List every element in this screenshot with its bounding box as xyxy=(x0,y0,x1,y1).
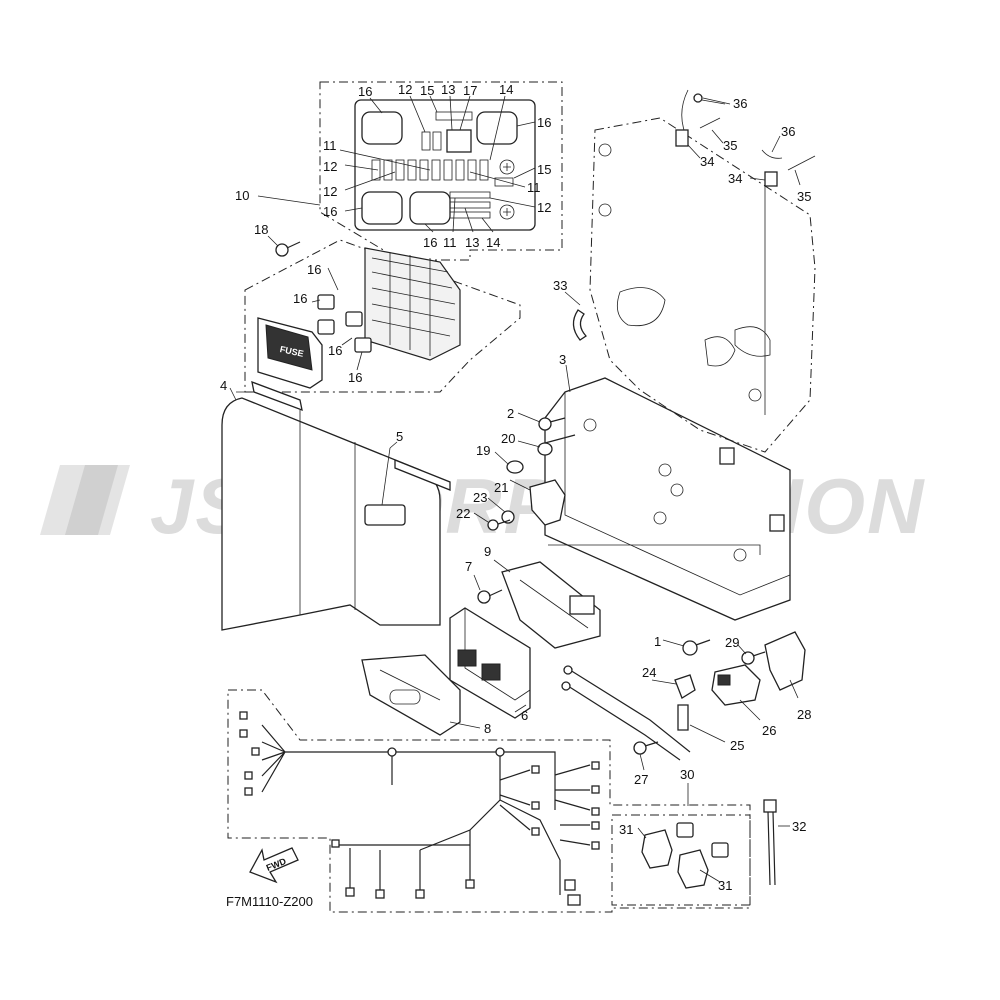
callout-36: 36 xyxy=(733,96,747,111)
callout-31: 31 xyxy=(619,822,633,837)
callout-7: 7 xyxy=(465,559,472,574)
callout-31: 31 xyxy=(718,878,732,893)
leader-lines xyxy=(229,97,801,883)
callout-6: 6 xyxy=(521,708,528,723)
wire-harness xyxy=(261,724,591,895)
bolt-29 xyxy=(741,651,766,665)
fuse-box-unit xyxy=(364,247,461,361)
callout-9: 9 xyxy=(484,544,491,559)
callout-34: 34 xyxy=(728,171,742,186)
callout-16: 16 xyxy=(537,115,551,130)
fuse-cover-label: FUSE xyxy=(279,344,305,359)
callout-35: 35 xyxy=(723,138,737,153)
lead-wires-24-25 xyxy=(561,665,696,761)
callout-33: 33 xyxy=(553,278,567,293)
bracket-plate-3 xyxy=(544,377,791,621)
leader-10 xyxy=(257,195,321,206)
callout-27: 27 xyxy=(634,772,648,787)
callout-23: 23 xyxy=(473,490,487,505)
connector-covers-31 xyxy=(641,822,729,889)
callout-labels: 16 12 15 13 17 14 16 11 12 15 12 11 10 1… xyxy=(220,82,811,893)
callout-16: 16 xyxy=(293,291,307,306)
callout-16: 16 xyxy=(307,262,321,277)
fuse-detail-border xyxy=(319,81,563,261)
relay-cluster xyxy=(317,294,372,353)
callout-16: 16 xyxy=(323,204,337,219)
callout-30: 30 xyxy=(680,767,694,782)
harness-connectors xyxy=(239,711,600,906)
callout-14: 14 xyxy=(486,235,500,250)
watermark: JSP CORPORATION xyxy=(40,462,923,550)
callout-34: 34 xyxy=(700,154,714,169)
callout-16: 16 xyxy=(328,343,342,358)
fuse-row xyxy=(371,159,489,181)
callout-2: 2 xyxy=(507,406,514,421)
clip-group-lower xyxy=(761,149,816,415)
callout-28: 28 xyxy=(797,707,811,722)
callout-14: 14 xyxy=(499,82,513,97)
holder-8 xyxy=(361,654,481,736)
cover-kit-border xyxy=(611,814,751,906)
callout-13: 13 xyxy=(441,82,455,97)
hardware-small xyxy=(487,417,576,531)
callout-16: 16 xyxy=(358,84,372,99)
callout-12: 12 xyxy=(398,82,412,97)
callout-16: 16 xyxy=(348,370,362,385)
callout-13: 13 xyxy=(465,235,479,250)
bracket-9 xyxy=(501,561,601,649)
bolt-7 xyxy=(477,589,503,604)
callout-29: 29 xyxy=(725,635,739,650)
callout-12: 12 xyxy=(323,159,337,174)
callout-10: 10 xyxy=(235,188,249,203)
callout-18: 18 xyxy=(254,222,268,237)
fuse-leaders xyxy=(339,95,536,233)
callout-17: 17 xyxy=(463,83,477,98)
callout-5: 5 xyxy=(396,429,403,444)
callout-12: 12 xyxy=(323,184,337,199)
fuse-cover: FUSE xyxy=(257,317,323,389)
callout-25: 25 xyxy=(730,738,744,753)
callout-15: 15 xyxy=(537,162,551,177)
bolt-27 xyxy=(633,741,659,755)
callout-22: 22 xyxy=(456,506,470,521)
harness-border xyxy=(227,689,751,913)
callout-36: 36 xyxy=(781,124,795,139)
bolt-18 xyxy=(267,235,301,257)
cable-tie-32 xyxy=(763,799,790,886)
callout-32: 32 xyxy=(792,819,806,834)
callout-24: 24 xyxy=(642,665,656,680)
fuse-box-top-view xyxy=(354,99,536,231)
bolt-1 xyxy=(682,639,711,656)
callout-35: 35 xyxy=(797,189,811,204)
callout-11: 11 xyxy=(527,180,541,195)
clip-group-upper xyxy=(675,89,726,147)
callout-20: 20 xyxy=(501,431,515,446)
callout-4: 4 xyxy=(220,378,227,393)
leader-33 xyxy=(564,291,581,306)
callout-16: 16 xyxy=(423,235,437,250)
fwd-arrow-icon: FWD xyxy=(249,847,299,884)
callout-11: 11 xyxy=(443,235,457,250)
callout-19: 19 xyxy=(476,443,490,458)
callout-8: 8 xyxy=(484,721,491,736)
engine-plate xyxy=(589,117,816,453)
callout-21: 21 xyxy=(494,480,508,495)
callout-3: 3 xyxy=(559,352,566,367)
bracket-28 xyxy=(764,631,806,691)
diagram-code: F7M1110-Z200 xyxy=(226,894,313,909)
clamp-33 xyxy=(572,309,587,341)
callout-12: 12 xyxy=(537,200,551,215)
cover-4 xyxy=(221,380,451,631)
callout-11: 11 xyxy=(323,138,337,153)
callout-15: 15 xyxy=(420,83,434,98)
ecm-6 xyxy=(449,607,531,719)
callout-26: 26 xyxy=(762,723,776,738)
callout-1: 1 xyxy=(654,634,661,649)
connector-26 xyxy=(711,664,761,706)
